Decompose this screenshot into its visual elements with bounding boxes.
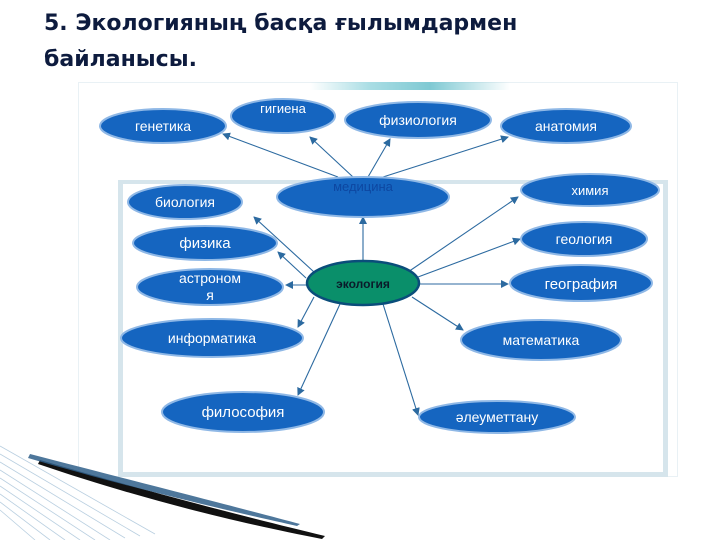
title-line-1: 5. Экологияның басқа ғылымдармен [44,11,518,36]
node-astronomy: астроном я [136,268,284,306]
arrow-medicine-physiology [367,138,391,178]
node-label-astronomy-line1: астроном [179,270,241,286]
arrow-ecology-chemistry [407,196,519,273]
node-sociology: әлеуметтану [418,400,576,434]
arrow-medicine-genetics [222,132,339,178]
node-label-astronomy-line2: я [206,287,214,303]
node-label-hygiene: гигиена [260,101,306,116]
node-mathematics: математика [460,319,622,361]
diagram-top-band [310,82,510,90]
diagram-panel: генетика гигиена физиология анатомия мед… [78,82,678,477]
node-label-mathematics: математика [503,332,580,348]
node-label-informatics: информатика [168,330,256,346]
diagram-canvas: генетика гигиена физиология анатомия мед… [99,98,660,434]
connector-group [222,132,521,416]
arrow-ecology-physics [277,251,307,279]
node-biology: биология [127,184,243,220]
node-label-anatomy: анатомия [535,118,597,134]
arrow-ecology-biology [253,216,315,273]
node-physics: физика [132,225,278,261]
node-label-biology: биология [155,194,215,210]
node-label-ecology: экология [336,277,390,291]
page-title: 5. Экологияның басқа ғылымдармен байланы… [44,6,644,78]
arrow-ecology-sociology [382,303,420,416]
node-label-physics: физика [179,235,231,252]
node-chemistry: химия [520,173,660,207]
arrow-ecology-informatics [297,296,315,328]
node-label-geography: география [545,276,618,293]
node-hygiene: гигиена [230,98,336,134]
node-label-geology: геология [556,231,613,247]
node-ecology: экология [305,259,421,307]
arrow-ecology-philosophy [297,303,341,396]
node-label-physiology: физиология [379,112,457,128]
arrow-medicine-hygiene [309,136,354,178]
arrow-medicine-anatomy [382,135,509,178]
decorative-swoosh [0,445,325,540]
swoosh-hatching [0,445,156,540]
swoosh-blue-stroke [28,454,300,526]
node-label-philosophy: философия [202,404,285,421]
node-label-chemistry: химия [571,183,608,198]
node-philosophy: философия [161,391,325,433]
node-informatics: информатика [120,318,304,358]
node-geology: геология [520,221,648,257]
swoosh-black-stroke [38,460,325,539]
node-genetics: генетика [99,108,227,144]
node-label-sociology: әлеуметтану [456,409,539,425]
arrow-ecology-geology [417,237,521,278]
arrow-ecology-mathematics [411,296,464,331]
title-line-2: байланысы. [44,47,197,72]
node-label-medicine: медицина [333,179,394,194]
node-anatomy: анатомия [500,108,632,144]
node-physiology: физиология [344,101,492,139]
node-geography: география [509,264,653,302]
node-medicine: медицина [276,176,450,218]
node-label-genetics: генетика [135,118,191,134]
